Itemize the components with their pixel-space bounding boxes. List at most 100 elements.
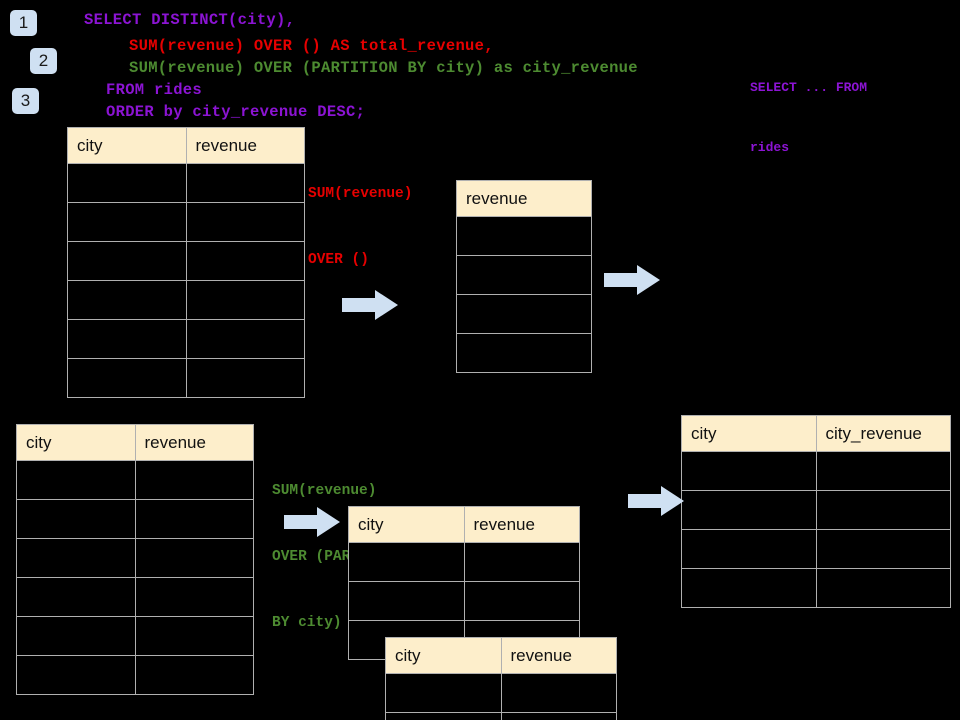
table-header-row: revenue	[456, 180, 592, 217]
table-row	[67, 280, 305, 320]
table-header-row: city revenue	[67, 127, 305, 164]
sql-line-order-by: ORDER by city_revenue DESC;	[106, 103, 366, 121]
sql-line-from: FROM rides	[106, 81, 203, 99]
table-cell	[185, 163, 305, 203]
table-cell	[16, 577, 136, 617]
table-cell	[815, 568, 951, 608]
arrow-source-to-total-icon	[342, 290, 398, 320]
annotation-sum-over-empty: SUM(revenue) OVER ()	[308, 139, 412, 315]
table-cell	[134, 538, 254, 578]
table-cell	[500, 712, 617, 720]
table-row	[16, 577, 254, 617]
table-cell	[16, 499, 136, 539]
step-badge-1: 1	[10, 10, 37, 36]
table-row	[681, 568, 951, 608]
table-header-row: city revenue	[16, 424, 254, 461]
column-header-city: city	[681, 415, 817, 452]
table-row	[16, 499, 254, 539]
table-cell	[185, 280, 305, 320]
table-row	[348, 542, 580, 582]
table-row	[681, 451, 951, 491]
table-cell	[681, 529, 817, 569]
column-header-city: city	[385, 637, 502, 674]
table-row	[681, 529, 951, 569]
column-header-revenue: revenue	[185, 127, 305, 164]
table-total-revenue: revenue	[456, 180, 592, 373]
column-header-city-revenue: city_revenue	[815, 415, 951, 452]
step-badge-3: 3	[12, 88, 39, 114]
table-body	[456, 216, 592, 373]
table-row	[456, 333, 592, 373]
table-row	[385, 673, 617, 713]
table-cell	[815, 490, 951, 530]
table-cell	[815, 451, 951, 491]
table-row	[16, 460, 254, 500]
column-header-city: city	[16, 424, 136, 461]
table-cell	[67, 358, 187, 398]
annotation-select-from-line2: rides	[750, 140, 790, 155]
table-row	[67, 319, 305, 359]
table-cell	[681, 451, 817, 491]
table-cell	[16, 538, 136, 578]
table-cell	[67, 163, 187, 203]
table-cell	[681, 568, 817, 608]
table-body	[16, 460, 254, 695]
table-row	[16, 538, 254, 578]
table-rides-bottom: city revenue	[16, 424, 254, 695]
table-row	[67, 358, 305, 398]
column-header-city: city	[67, 127, 187, 164]
column-header-revenue: revenue	[134, 424, 254, 461]
table-body	[681, 451, 951, 608]
sql-line-sum-over-partition: SUM(revenue) OVER (PARTITION BY city) as…	[129, 59, 638, 77]
table-row	[456, 255, 592, 295]
table-cell	[134, 616, 254, 656]
table-cell	[385, 712, 502, 720]
table-row	[16, 616, 254, 656]
annotation-sum-over-empty-line2: OVER ()	[308, 252, 369, 268]
table-body	[67, 163, 305, 398]
table-cell	[456, 216, 592, 256]
table-header-row: city revenue	[385, 637, 617, 674]
table-cell	[463, 542, 580, 582]
table-partition-group-front: city revenue	[385, 637, 617, 720]
table-cell	[67, 319, 187, 359]
table-cell	[134, 655, 254, 695]
table-cell	[348, 581, 465, 621]
table-cell	[456, 255, 592, 295]
table-row	[348, 581, 580, 621]
table-cell	[185, 202, 305, 242]
table-cell	[500, 673, 617, 713]
table-cell	[67, 241, 187, 281]
table-cell	[185, 319, 305, 359]
column-header-revenue: revenue	[456, 180, 592, 217]
table-cell	[134, 460, 254, 500]
table-body	[385, 673, 617, 720]
table-cell	[134, 499, 254, 539]
sql-line-sum-over-empty: SUM(revenue) OVER () AS total_revenue,	[129, 37, 494, 55]
arrow-total-to-result-icon	[604, 265, 660, 295]
table-cell	[185, 241, 305, 281]
table-cell	[463, 581, 580, 621]
table-cell	[185, 358, 305, 398]
arrow-partition-to-result-icon	[628, 486, 684, 516]
table-cell	[456, 333, 592, 373]
column-header-city: city	[348, 506, 465, 543]
table-row	[681, 490, 951, 530]
annotation-select-from: SELECT ... FROM rides	[750, 38, 867, 198]
sql-line-select-distinct: SELECT DISTINCT(city),	[84, 11, 296, 29]
column-header-revenue: revenue	[500, 637, 617, 674]
table-cell	[681, 490, 817, 530]
table-row	[456, 294, 592, 334]
table-partition-group-back: city revenue	[348, 506, 580, 660]
table-cell	[456, 294, 592, 334]
table-row	[456, 216, 592, 256]
table-row	[67, 202, 305, 242]
annotation-select-from-line1: SELECT ... FROM	[750, 80, 868, 95]
table-cell	[16, 655, 136, 695]
table-cell	[67, 280, 187, 320]
table-cell	[16, 616, 136, 656]
table-cell	[67, 202, 187, 242]
table-row	[385, 712, 617, 720]
table-cell	[815, 529, 951, 569]
